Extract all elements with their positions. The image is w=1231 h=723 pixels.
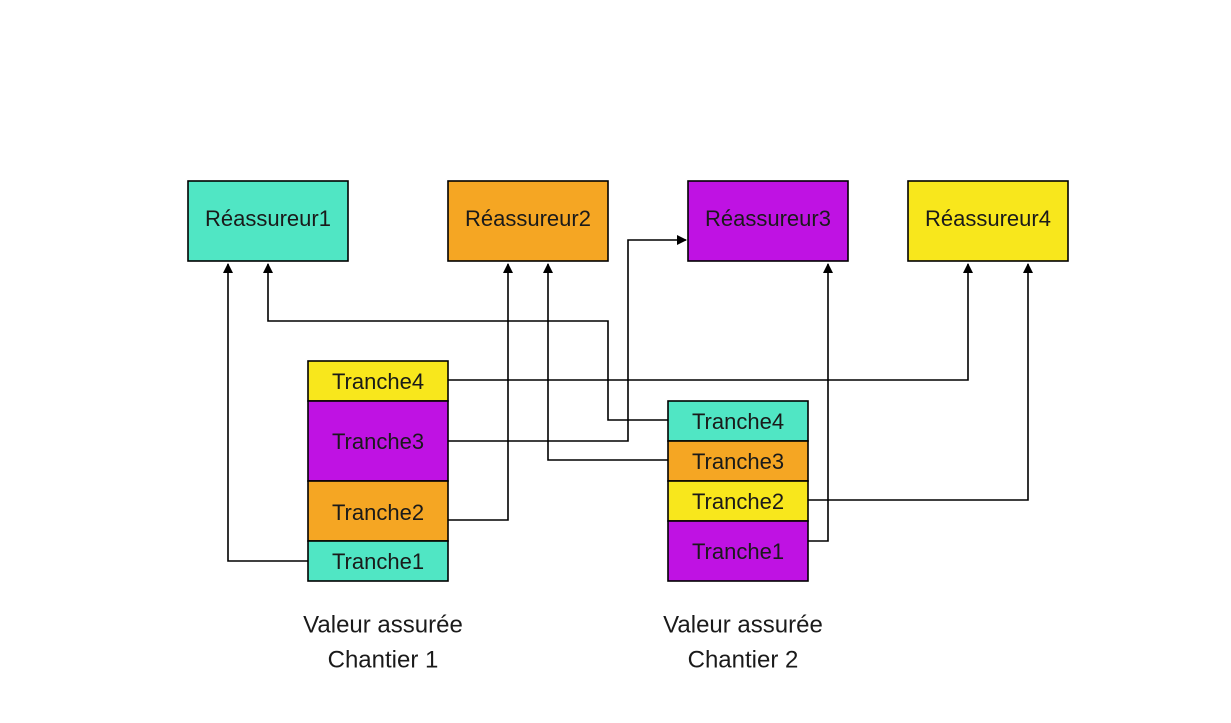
chantier2-tranche3: Tranche3: [667, 440, 809, 482]
reassureur3-label: Réassureur3: [705, 206, 831, 231]
edge-c2-tranche4-to-reassureur1: [263, 263, 668, 421]
chantier2-tranche1: Tranche1: [667, 520, 809, 582]
chantier1-tranche4-label: Tranche4: [332, 369, 424, 394]
chantier1-stack: Tranche4 Tranche3 Tranche2 Tranche1: [307, 360, 449, 582]
chantier1-tranche1-label: Tranche1: [332, 549, 424, 574]
reassureur1-box: Réassureur1: [187, 180, 349, 262]
chantier2-tranche2-label: Tranche2: [692, 489, 784, 514]
chantier2-stack: Tranche4 Tranche3 Tranche2 Tranche1: [667, 400, 809, 582]
reassureur2-label: Réassureur2: [465, 206, 591, 231]
chantier1-tranche4: Tranche4: [307, 360, 449, 402]
chantier1-caption-line2: Chantier 1: [328, 646, 439, 673]
chantier2-tranche2: Tranche2: [667, 480, 809, 522]
chantier2-caption-line1: Valeur assurée: [663, 611, 823, 638]
edge-c2-tranche1-to-reassureur3: [808, 263, 833, 542]
chantier2-tranche3-label: Tranche3: [692, 449, 784, 474]
reassureur2-box: Réassureur2: [447, 180, 609, 262]
chantier1-tranche3-label: Tranche3: [332, 429, 424, 454]
chantier1-tranche3: Tranche3: [307, 400, 449, 482]
chantier2-tranche4-label: Tranche4: [692, 409, 784, 434]
chantier1-caption-line1: Valeur assurée: [303, 611, 463, 638]
edge-c2-tranche3-to-reassureur2: [543, 263, 668, 461]
chantier2-tranche4: Tranche4: [667, 400, 809, 442]
edge-c1-tranche4-to-reassureur4: [448, 263, 973, 381]
reassureur1-label: Réassureur1: [205, 206, 331, 231]
chantier2-tranche1-label: Tranche1: [692, 539, 784, 564]
captions: Valeur assurée Chantier 1 Valeur assurée…: [303, 611, 823, 673]
connector-lines: [223, 235, 1033, 562]
chantier1-tranche2-label: Tranche2: [332, 500, 424, 525]
reinsurers: Réassureur1 Réassureur2 Réassureur3 Réas…: [187, 180, 1069, 262]
reassureur4-box: Réassureur4: [907, 180, 1069, 262]
edge-c1-tranche1-to-reassureur1: [223, 263, 308, 562]
chantier2-caption-line2: Chantier 2: [688, 646, 799, 673]
chantier1-tranche2: Tranche2: [307, 480, 449, 542]
edge-c1-tranche3-to-reassureur3: [448, 235, 687, 442]
reassureur3-box: Réassureur3: [687, 180, 849, 262]
chantier1-tranche1: Tranche1: [307, 540, 449, 582]
edge-c1-tranche2-to-reassureur2: [448, 263, 513, 521]
edge-c2-tranche2-to-reassureur4: [808, 263, 1033, 501]
reassureur4-label: Réassureur4: [925, 206, 1051, 231]
